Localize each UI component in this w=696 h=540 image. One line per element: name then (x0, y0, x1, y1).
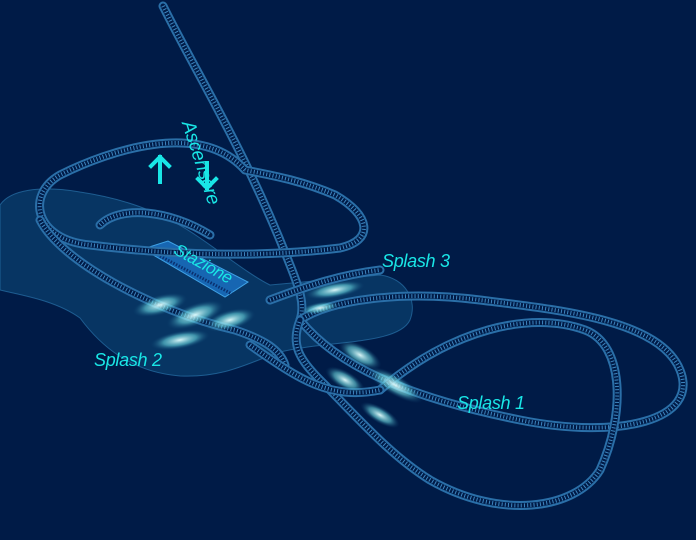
label-splash-1: Splash 1 (457, 393, 525, 413)
splash-spray-3 (300, 280, 365, 315)
label-splash-2: Splash 2 (94, 350, 162, 370)
label-splash-3: Splash 3 (382, 251, 450, 271)
arrow-up-icon (148, 154, 172, 184)
splash-spray-2 (132, 292, 256, 351)
track (35, 1, 688, 510)
arrow-down-icon (195, 161, 219, 191)
splash-spray-1 (325, 340, 424, 428)
